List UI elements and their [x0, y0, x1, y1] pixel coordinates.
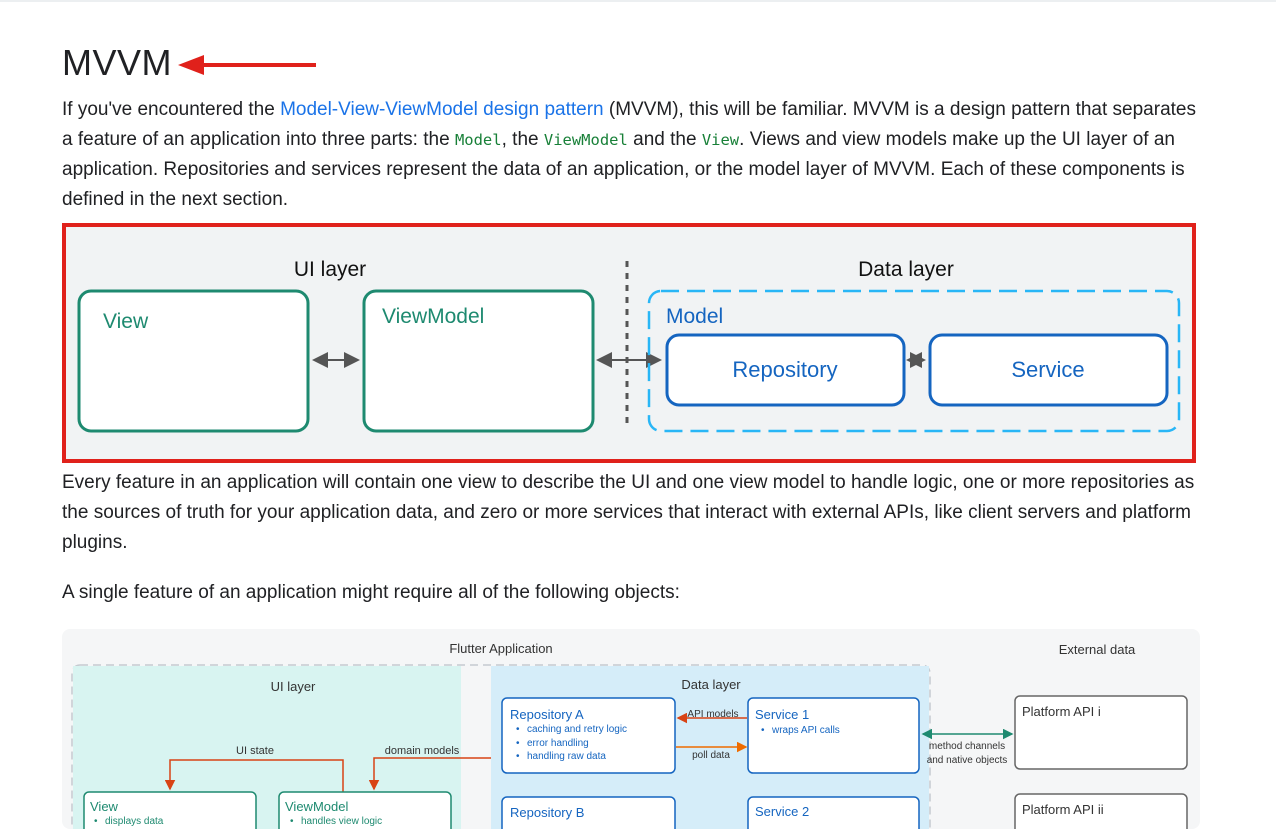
- data-layer-label-2: Data layer: [681, 677, 741, 692]
- api-models-label: API models: [687, 709, 738, 720]
- repository-a-bullet-2-text: error handling: [527, 738, 589, 749]
- service-label: Service: [1011, 357, 1084, 382]
- flutter-app-label: Flutter Application: [449, 641, 552, 656]
- page-title: MVVM: [62, 42, 172, 83]
- poll-data-label: poll data: [692, 750, 730, 761]
- platform-api-1-box: [1014, 695, 1188, 770]
- ui-layer-label-2: UI layer: [271, 679, 316, 694]
- repository-a-bullet-1: •: [516, 724, 520, 735]
- top-divider: [0, 0, 1276, 2]
- view-box: [77, 289, 310, 433]
- viewmodel-label: ViewModel: [382, 305, 484, 328]
- data-layer-label: Data layer: [858, 258, 954, 281]
- architecture-diagram: Flutter Application External data UI lay…: [62, 629, 1200, 829]
- viewmodel-box-2: [278, 791, 452, 829]
- ui-layer-label: UI layer: [294, 258, 366, 281]
- repository-label: Repository: [732, 357, 837, 382]
- viewmodel-box: [362, 289, 595, 433]
- intro-paragraph: If you've encountered the Model-View-Vie…: [62, 99, 1196, 210]
- service-1-bullet: •: [761, 725, 765, 736]
- repository-a-bullet-3: •: [516, 751, 520, 762]
- service-2-title: Service 2: [755, 804, 809, 819]
- view-box-2: [83, 791, 257, 829]
- repository-a-bullet-1-text: caching and retry logic: [527, 724, 627, 735]
- service-1-title: Service 1: [755, 707, 809, 722]
- native-objects-label: and native objects: [927, 755, 1008, 766]
- service-1-bullet-text: wraps API calls: [771, 725, 840, 736]
- model-box: [647, 289, 1181, 433]
- view-title-2: View: [90, 799, 119, 814]
- viewmodel-title-2: ViewModel: [285, 799, 348, 814]
- platform-api-2-box: [1014, 793, 1188, 829]
- model-label: Model: [666, 305, 723, 328]
- repository-b-title: Repository B: [510, 805, 584, 820]
- annotation-arrow-icon: [178, 55, 316, 75]
- flutter-app-boundary: [71, 664, 931, 829]
- code-view: View: [701, 131, 740, 149]
- mvvm-diagram: UI layer Data layer View ViewModel Model…: [62, 223, 1196, 463]
- repository-a-bullet-3-text: handling raw data: [527, 751, 606, 762]
- components-paragraph: Every feature in an application will con…: [62, 472, 1195, 553]
- repository-box: [665, 333, 906, 407]
- domain-models-label: domain models: [385, 745, 460, 757]
- section-heading: MVVM: [62, 38, 172, 88]
- domain-models-arrow-icon: [368, 757, 491, 791]
- repository-a-title: Repository A: [510, 707, 584, 722]
- service-box: [928, 333, 1169, 407]
- mvvm-pattern-link[interactable]: Model-View-ViewModel design pattern: [280, 99, 604, 120]
- view-label: View: [103, 310, 149, 333]
- service-1-box: [747, 697, 920, 774]
- ui-state-label: UI state: [236, 745, 274, 757]
- repository-a-box: [501, 697, 676, 774]
- external-data-label: External data: [1059, 642, 1136, 657]
- code-viewmodel: ViewModel: [543, 131, 628, 149]
- objects-paragraph: A single feature of an application might…: [62, 582, 680, 603]
- platform-api-2-label: Platform API ii: [1022, 802, 1104, 817]
- repository-a-bullet-2: •: [516, 738, 520, 749]
- code-model: Model: [454, 131, 502, 149]
- method-channels-label: method channels: [929, 741, 1005, 752]
- ui-state-arrow-icon: [164, 759, 344, 792]
- platform-api-1-label: Platform API i: [1022, 704, 1101, 719]
